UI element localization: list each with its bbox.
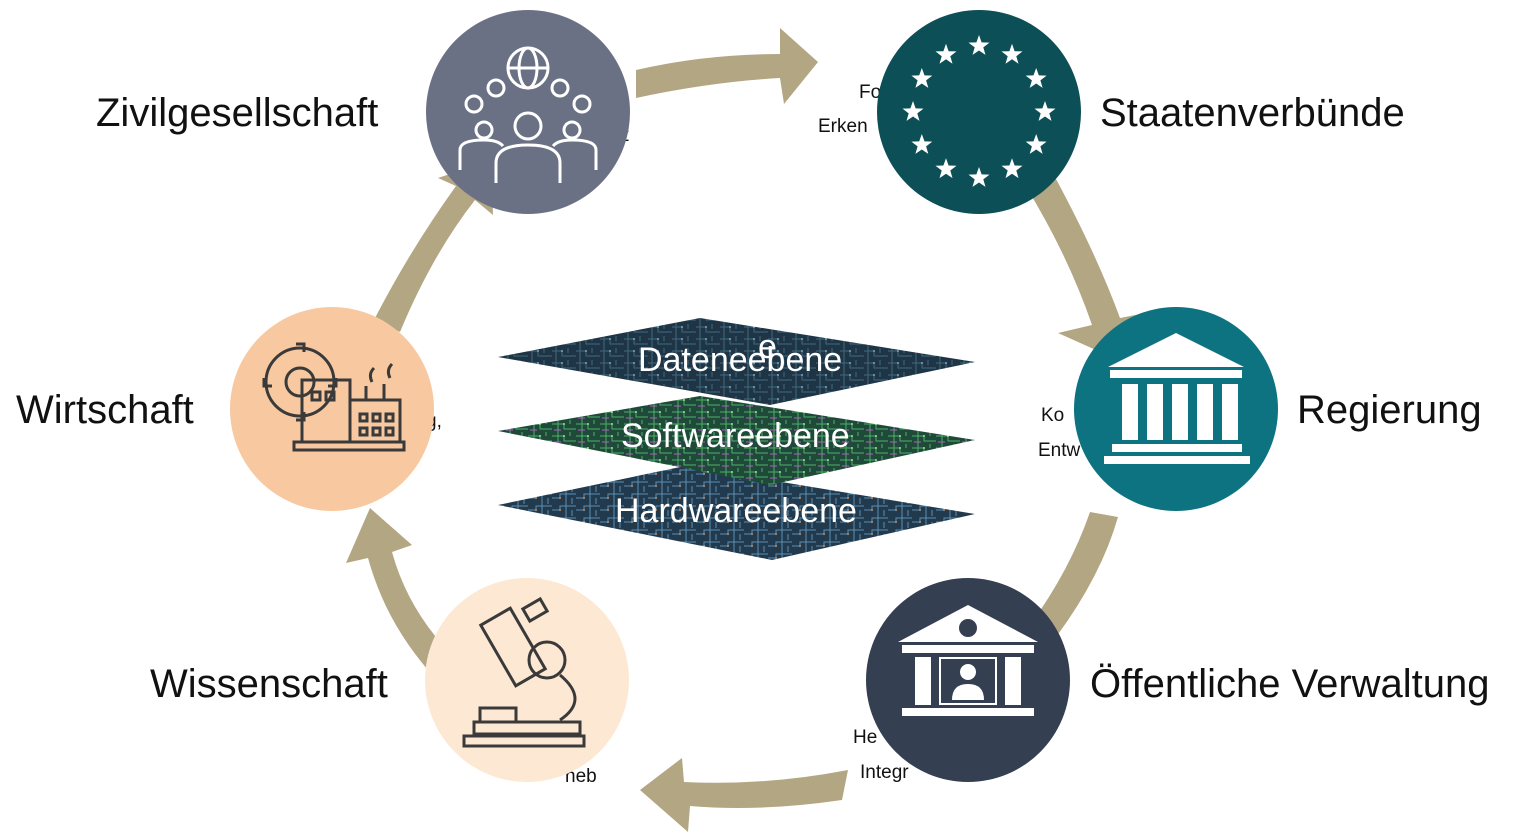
node-wirtschaft: Wirtschaft [16,307,434,511]
hardware-layer-label: Hardwareebene [615,492,857,530]
wissenschaft-label: Wissenschaft [150,662,388,706]
fragment-verwaltung-2: Integr [860,762,909,783]
fragment-regierung-1: Ko [1041,405,1064,426]
wirtschaft-circle [230,307,434,511]
fragment-staaten-2: Erken [818,116,868,137]
node-staatenverbuende: Staatenverbünde [877,10,1405,214]
star-icon [1025,134,1047,154]
administration-building-icon [898,605,1038,716]
microscope-icon [462,596,586,748]
fragment-regierung-2: Entw [1038,440,1081,461]
data-layer [498,318,975,405]
star-icon [911,68,933,88]
star-icon [911,134,933,154]
node-wissenschaft: Wissenschaft [150,578,629,782]
zivilgesellschaft-label: Zivilgesellschaft [96,91,378,135]
fragment-verwaltung-1: He [853,727,877,748]
regierung-label: Regierung [1297,388,1482,432]
data-layer-overlap: e [758,328,777,366]
layer-stack: Dateneebene e Softwareebene Hardwareeben… [498,318,975,560]
arrow-verwaltung-to-wissenschaft [640,758,848,832]
wirtschaft-label: Wirtschaft [16,388,194,432]
arrow-regierung-to-verwaltung [1030,512,1118,645]
staatenverbuende-circle [877,10,1081,214]
hardware-layer [498,466,975,560]
fragment-wissenschaft: neb [565,766,597,787]
arrow-wissenschaft-to-wirtschaft [346,508,452,670]
government-building-icon [1104,333,1250,464]
star-icon [935,43,957,64]
eu-stars-icon [902,35,1056,187]
arrow-wirtschaft-to-zivil [374,160,493,332]
data-layer-label: Dateneebene [638,341,842,379]
star-icon [968,35,990,55]
star-icon [1025,68,1047,88]
factory-gear-icon [262,342,406,452]
arrow-staaten-to-regierung [1025,168,1150,355]
people-globe-icon [458,46,598,183]
star-icon [968,167,990,187]
software-layer [498,396,975,485]
fragment-staaten-1: Fo [859,82,881,103]
software-layer-label: Softwareebene [621,417,850,455]
node-verwaltung: Öffentliche Verwaltung [866,578,1490,782]
staatenverbuende-label: Staatenverbünde [1100,91,1405,135]
verwaltung-label: Öffentliche Verwaltung [1090,662,1490,706]
star-icon [935,158,957,179]
cycle-arrows [346,28,1150,832]
node-zivilgesellschaft: Zivilgesellschaft [96,10,630,214]
arrow-zivil-to-staaten [636,28,818,104]
star-icon [1001,43,1023,64]
node-regierung: Regierung [1074,307,1482,511]
star-icon [1001,158,1023,179]
star-icon [1034,101,1056,121]
star-icon [902,101,924,121]
